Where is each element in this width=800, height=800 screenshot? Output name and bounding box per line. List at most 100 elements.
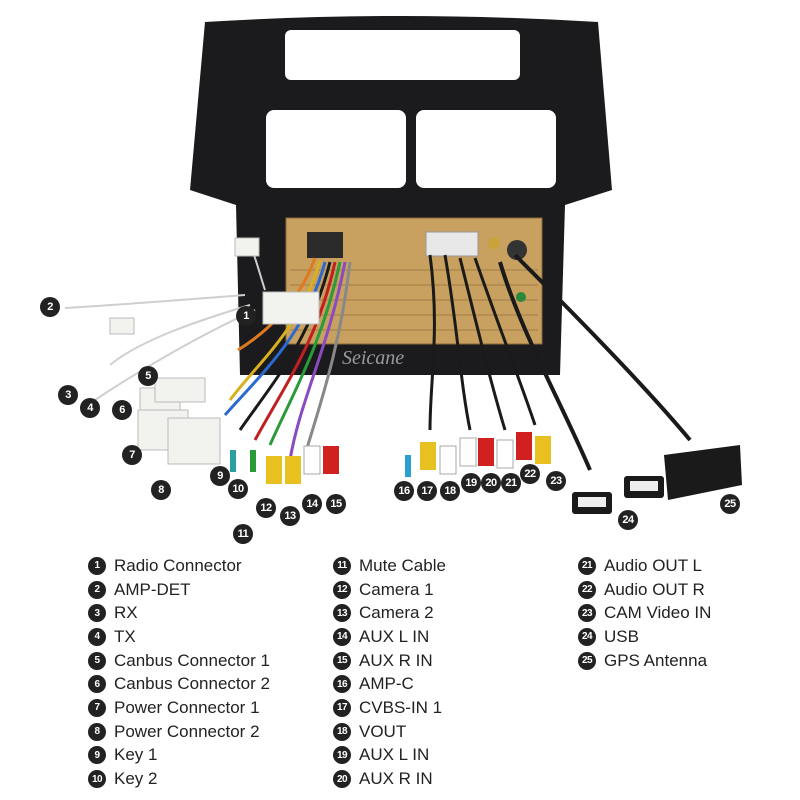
legend-item: 13 Camera 2 xyxy=(333,601,446,625)
legend-label: AUX R IN xyxy=(359,650,433,670)
legend-number: 6 xyxy=(88,675,106,694)
legend-item: 4 TX xyxy=(88,625,270,649)
marker-16: 16 xyxy=(394,481,414,501)
gps-antenna xyxy=(664,445,742,500)
legend-number: 24 xyxy=(578,627,596,646)
legend-label: AUX L IN xyxy=(359,745,430,765)
connector-blocks xyxy=(109,237,320,465)
marker-18: 18 xyxy=(440,481,460,501)
legend-number: 5 xyxy=(88,651,106,670)
legend-number: 23 xyxy=(578,604,596,623)
legend-label: Radio Connector xyxy=(114,555,242,575)
legend-label: AMP-DET xyxy=(114,579,191,599)
legend-label: TX xyxy=(114,626,136,646)
usb-plugs xyxy=(572,476,664,514)
legend-item: 15 AUX R IN xyxy=(333,649,446,673)
legend-number: 20 xyxy=(333,770,351,789)
legend-label: VOUT xyxy=(359,721,407,741)
legend-label: Key 2 xyxy=(114,769,158,789)
legend-item: 11 Mute Cable xyxy=(333,554,446,578)
marker-14: 14 xyxy=(302,494,322,514)
marker-6: 6 xyxy=(112,400,132,420)
legend-number: 7 xyxy=(88,698,106,717)
legend-label: Canbus Connector 1 xyxy=(114,650,270,670)
marker-20: 20 xyxy=(481,473,501,493)
legend-number: 3 xyxy=(88,604,106,623)
legend-item: 8 Power Connector 2 xyxy=(88,720,270,744)
marker-1: 1 xyxy=(236,306,256,326)
legend-number: 21 xyxy=(578,556,596,575)
legend-label: CVBS-IN 1 xyxy=(359,697,443,717)
marker-11: 11 xyxy=(233,524,253,544)
legend-item: 18 VOUT xyxy=(333,720,446,744)
marker-19: 19 xyxy=(461,473,481,493)
legend-number: 8 xyxy=(88,722,106,741)
marker-7: 7 xyxy=(122,445,142,465)
legend-label: Canbus Connector 2 xyxy=(114,674,270,694)
marker-12: 12 xyxy=(256,498,276,518)
legend-label: Power Connector 1 xyxy=(114,697,260,717)
head-unit-photo: Seicane xyxy=(64,16,742,514)
legend-label: Camera 2 xyxy=(359,603,434,623)
marker-2: 2 xyxy=(40,297,60,317)
legend-number: 11 xyxy=(333,556,351,575)
legend-label: Key 1 xyxy=(114,745,158,765)
legend-label: Mute Cable xyxy=(359,555,446,575)
legend-item: 10 Key 2 xyxy=(88,767,270,791)
legend-item: 5 Canbus Connector 1 xyxy=(88,649,270,673)
legend-number: 12 xyxy=(333,580,351,599)
legend-item: 14 AUX L IN xyxy=(333,625,446,649)
marker-24: 24 xyxy=(618,510,638,530)
marker-10: 10 xyxy=(228,479,248,499)
legend-number: 4 xyxy=(88,627,106,646)
legend-item: 24 USB xyxy=(578,625,711,649)
marker-8: 8 xyxy=(151,480,171,500)
wire-harness xyxy=(64,244,692,471)
legend-item: 1 Radio Connector xyxy=(88,554,270,578)
legend-label: Power Connector 2 xyxy=(114,721,260,741)
legend-label: Audio OUT L xyxy=(604,555,702,575)
legend-item: 21 Audio OUT L xyxy=(578,554,711,578)
legend-label: GPS Antenna xyxy=(604,650,708,670)
legend-number: 17 xyxy=(333,698,351,717)
legend-label: RX xyxy=(114,603,138,623)
marker-13: 13 xyxy=(280,506,300,526)
legend-label: AUX R IN xyxy=(359,769,433,789)
marker-9: 9 xyxy=(210,466,230,486)
marker-21: 21 xyxy=(501,473,521,493)
marker-17: 17 xyxy=(417,481,437,501)
marker-4: 4 xyxy=(80,398,100,418)
legend-item: 22 Audio OUT R xyxy=(578,578,711,602)
marker-5: 5 xyxy=(138,366,158,386)
legend-label: Audio OUT R xyxy=(604,579,705,599)
legend-item: 3 RX xyxy=(88,601,270,625)
marker-22: 22 xyxy=(520,464,540,484)
legend-number: 14 xyxy=(333,627,351,646)
legend-item: 9 Key 1 xyxy=(88,744,270,768)
legend-number: 10 xyxy=(88,770,106,789)
marker-25: 25 xyxy=(720,494,740,514)
legend-item: 17 CVBS-IN 1 xyxy=(333,696,446,720)
legend-number: 9 xyxy=(88,746,106,765)
legend-number: 16 xyxy=(333,675,351,694)
legend-item: 25 GPS Antenna xyxy=(578,649,711,673)
legend-item: 20 AUX R IN xyxy=(333,767,446,791)
legend-item: 6 Canbus Connector 2 xyxy=(88,672,270,696)
legend-label: CAM Video IN xyxy=(604,603,712,623)
marker-15: 15 xyxy=(326,494,346,514)
legend-number: 15 xyxy=(333,651,351,670)
legend-label: USB xyxy=(604,626,639,646)
rca-plugs xyxy=(230,432,551,484)
legend-number: 13 xyxy=(333,604,351,623)
legend-number: 22 xyxy=(578,580,596,599)
legend-number: 18 xyxy=(333,722,351,741)
legend-number: 25 xyxy=(578,651,596,670)
legend-number: 1 xyxy=(88,556,106,575)
legend-label: AUX L IN xyxy=(359,626,430,646)
legend-column-3: 21 Audio OUT L 22 Audio OUT R 23 CAM Video … xyxy=(578,554,711,672)
